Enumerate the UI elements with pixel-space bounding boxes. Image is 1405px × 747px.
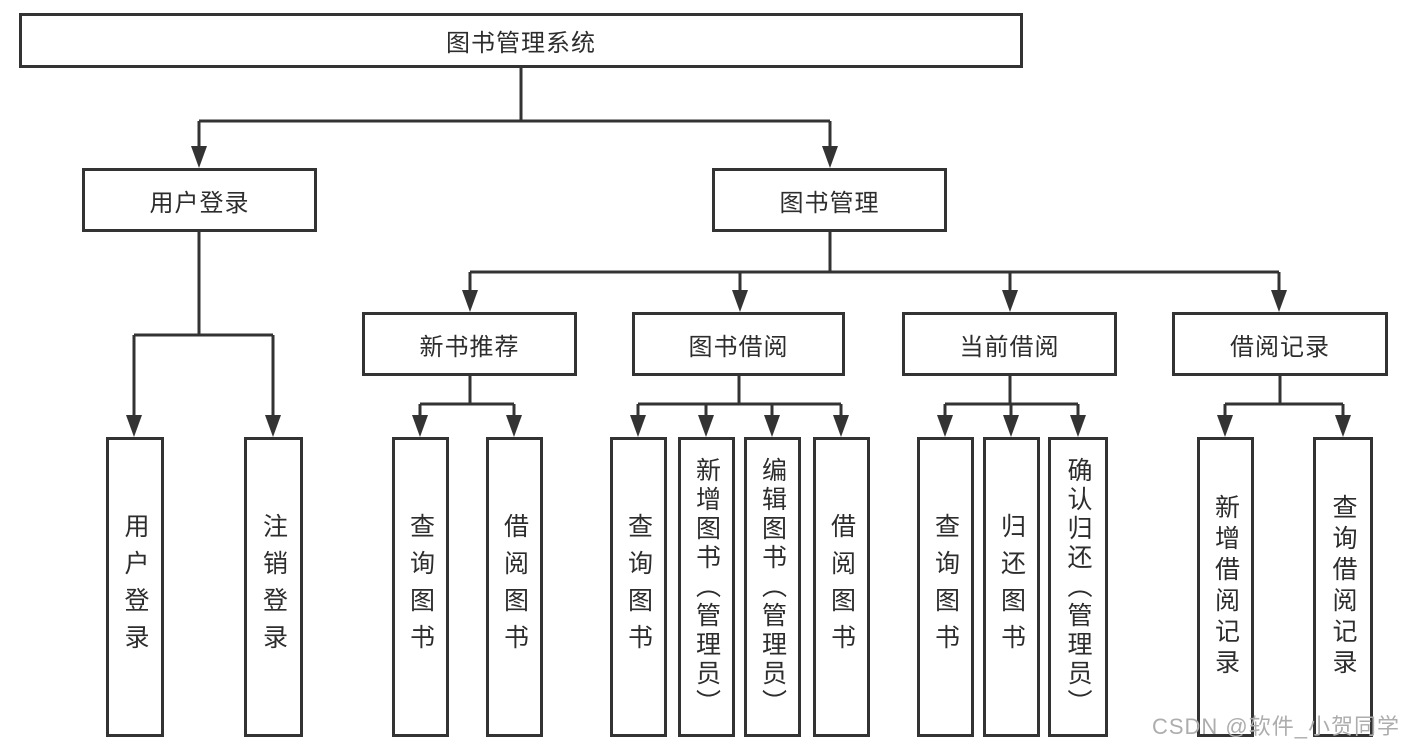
node-user-login: 用户登录 xyxy=(82,168,317,232)
leaf-add-book-admin-label: 新增图书（管理员） xyxy=(692,456,721,718)
leaf-return-books-label: 归还图书 xyxy=(997,513,1026,661)
leaf-borrow-books-recommend: 借阅图书 xyxy=(486,437,543,737)
node-borrowing-records: 借阅记录 xyxy=(1172,312,1388,376)
leaf-add-book-admin: 新增图书（管理员） xyxy=(678,437,735,737)
arrow-head xyxy=(937,415,953,437)
arrow-head xyxy=(1335,415,1351,437)
arrow-head xyxy=(630,415,646,437)
arrow-head xyxy=(833,415,849,437)
leaf-query-borrow-record: 查询借阅记录 xyxy=(1313,437,1373,737)
leaf-add-borrow-record-label: 新增借阅记录 xyxy=(1211,494,1240,680)
node-book-borrowing: 图书借阅 xyxy=(632,312,845,376)
leaf-query-books-recommend-label: 查询图书 xyxy=(406,513,435,661)
leaf-borrow-books-borrowing-label: 借阅图书 xyxy=(827,513,856,661)
node-current-borrowing: 当前借阅 xyxy=(902,312,1117,376)
arrow-head xyxy=(1070,415,1086,437)
arrow-head xyxy=(462,290,478,312)
node-book-management-label: 图书管理 xyxy=(779,189,880,217)
node-user-login-label: 用户登录 xyxy=(149,189,250,217)
arrow-head xyxy=(1217,415,1233,437)
node-new-book-recommendation: 新书推荐 xyxy=(362,312,577,376)
arrow-heads xyxy=(126,146,1351,437)
arrow-head xyxy=(412,415,428,437)
leaf-return-books: 归还图书 xyxy=(983,437,1040,737)
connector-paths xyxy=(132,68,1345,417)
node-book-borrowing-label: 图书借阅 xyxy=(688,333,789,361)
leaf-logout: 注销登录 xyxy=(244,437,303,737)
leaf-query-books-borrowing-label: 查询图书 xyxy=(624,513,653,661)
leaf-user-login-label: 用户登录 xyxy=(121,513,149,661)
leaf-confirm-return-admin: 确认归还（管理员） xyxy=(1048,437,1108,737)
leaf-query-books-borrowing: 查询图书 xyxy=(610,437,667,737)
arrow-head xyxy=(1271,290,1287,312)
leaf-query-borrow-record-label: 查询借阅记录 xyxy=(1329,494,1357,680)
leaf-add-borrow-record: 新增借阅记录 xyxy=(1197,437,1254,737)
leaf-logout-label: 注销登录 xyxy=(259,513,288,661)
leaf-borrow-books-recommend-label: 借阅图书 xyxy=(500,513,529,661)
leaf-query-books-current: 查询图书 xyxy=(917,437,974,737)
arrow-head xyxy=(191,146,207,168)
arrow-head xyxy=(265,415,281,437)
watermark: CSDN @软件_小贺同学 xyxy=(1151,714,1400,739)
node-current-borrowing-label: 当前借阅 xyxy=(959,333,1060,361)
leaf-user-login: 用户登录 xyxy=(106,437,164,737)
leaf-query-books-recommend: 查询图书 xyxy=(392,437,449,737)
node-root-label: 图书管理系统 xyxy=(446,30,596,57)
arrow-head xyxy=(764,415,780,437)
leaf-query-books-current-label: 查询图书 xyxy=(931,513,960,661)
leaf-borrow-books-borrowing: 借阅图书 xyxy=(813,437,870,737)
arrow-head xyxy=(822,146,838,168)
node-new-book-recommendation-label: 新书推荐 xyxy=(419,333,520,361)
leaf-confirm-return-admin-label: 确认归还（管理员） xyxy=(1064,456,1092,718)
arrow-head xyxy=(698,415,714,437)
arrow-head xyxy=(506,415,522,437)
node-borrowing-records-label: 借阅记录 xyxy=(1230,333,1330,361)
node-root: 图书管理系统 xyxy=(19,13,1023,68)
arrow-head xyxy=(1002,290,1018,312)
leaf-edit-book-admin: 编辑图书（管理员） xyxy=(744,437,801,737)
arrow-head xyxy=(732,290,748,312)
leaf-edit-book-admin-label: 编辑图书（管理员） xyxy=(758,456,787,718)
node-book-management: 图书管理 xyxy=(712,168,947,232)
arrow-head xyxy=(126,415,142,437)
arrow-head xyxy=(1003,415,1019,437)
